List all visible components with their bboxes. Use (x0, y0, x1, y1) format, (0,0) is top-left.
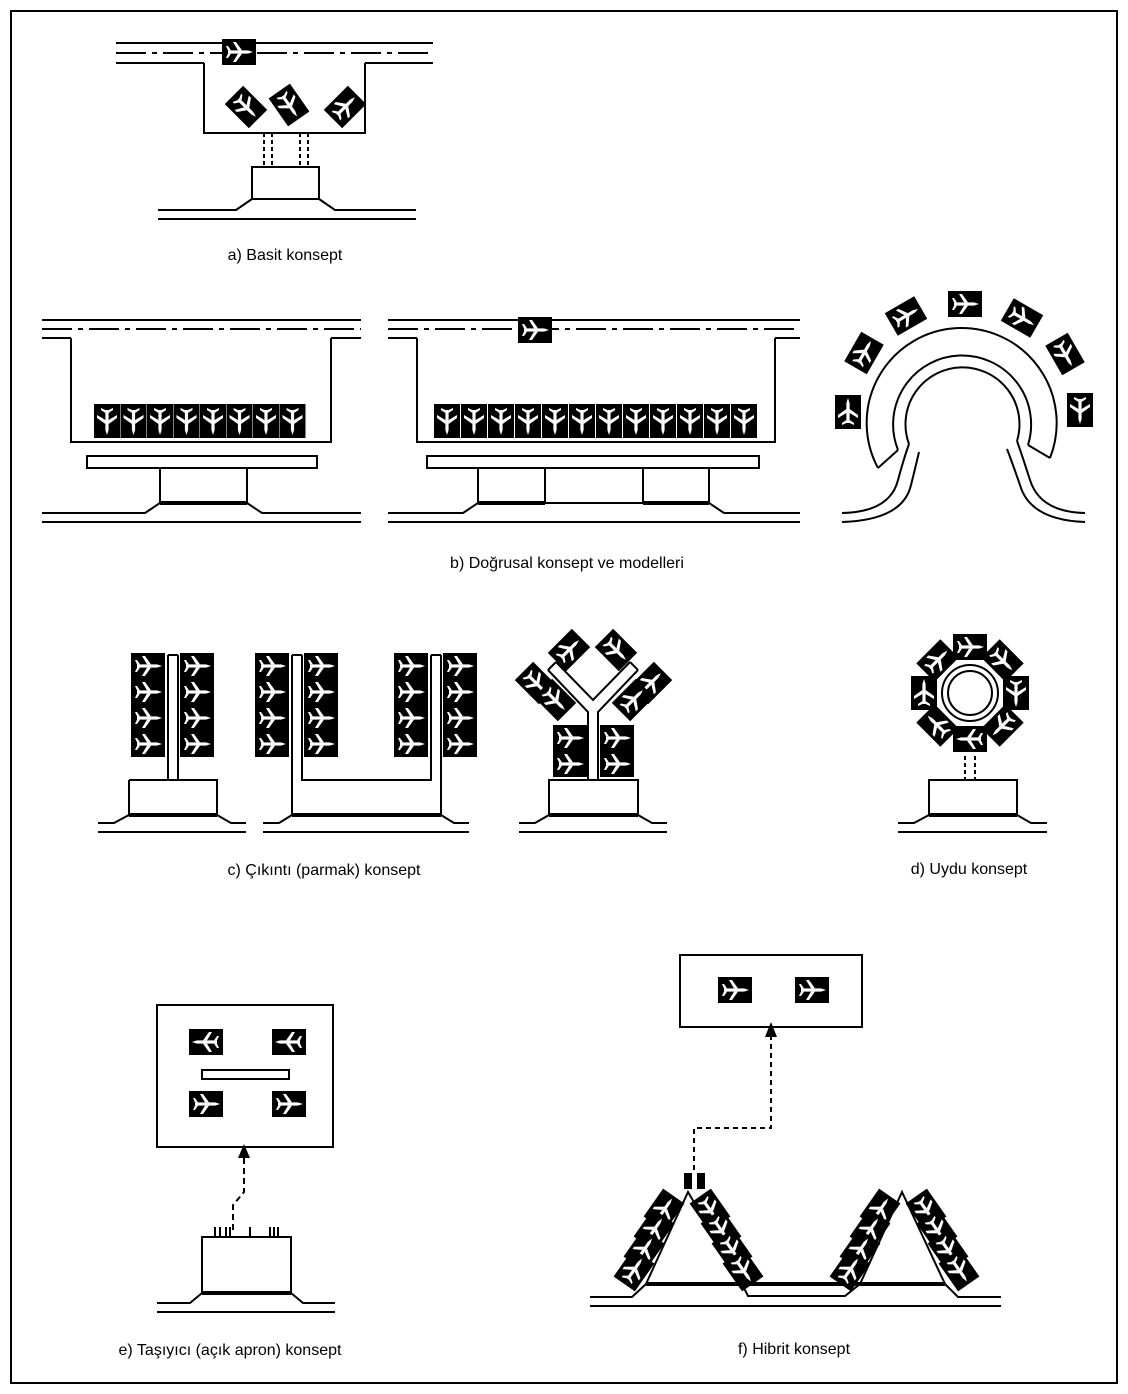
panel-b-curvilinear (841, 327, 1086, 523)
aircraft-icon (173, 404, 200, 438)
arrow-head-icon (238, 1144, 250, 1158)
aircraft-icon (226, 404, 253, 438)
aircraft-icon (180, 731, 214, 757)
aircraft-icon (911, 676, 937, 710)
vehicle-icon (697, 1173, 705, 1189)
aircraft-icon (461, 404, 487, 438)
panel-c-single-pier (98, 654, 246, 833)
aircraft-icon (443, 679, 477, 705)
aircraft-icon (518, 317, 552, 343)
aircraft-icon (916, 704, 959, 747)
panel-c-double-pier-aircraft (255, 653, 477, 757)
aircraft-icon (434, 404, 460, 438)
aircraft-icon (916, 639, 959, 682)
aircraft-icon (542, 404, 568, 438)
aircraft-icon (253, 404, 279, 438)
aircraft-icon (120, 404, 147, 438)
panel-c-single-pier-aircraft (131, 653, 214, 757)
panel-f-aircraft (718, 977, 829, 1003)
panel-d-satellite (898, 664, 1047, 833)
aircraft-icon (443, 653, 477, 679)
aircraft-icon (443, 731, 477, 757)
aircraft-icon (255, 705, 289, 731)
caption-b: b) Doğrusal konsept ve modelleri (450, 555, 684, 572)
panel-f-hybrid (590, 954, 1001, 1307)
aircraft-icon (131, 679, 165, 705)
aircraft-icon (279, 404, 306, 438)
aircraft-icon (394, 731, 428, 757)
panel-c-y-pier (519, 661, 667, 833)
aircraft-icon (981, 704, 1024, 747)
aircraft-icon (731, 404, 757, 438)
aircraft-icon (304, 653, 338, 679)
aircraft-icon (596, 404, 622, 438)
aircraft-icon (953, 726, 987, 752)
caption-e: e) Taşıyıcı (açık apron) konsept (119, 1342, 342, 1359)
panel-b-linear-middle (388, 319, 800, 523)
panel-b-left-aircraft-row (94, 404, 306, 438)
aircraft-icon (394, 679, 428, 705)
figure-border (10, 10, 1118, 1384)
aircraft-icon (704, 404, 730, 438)
aircraft-icon (488, 404, 514, 438)
aircraft-icon (569, 404, 595, 438)
aircraft-icon (677, 404, 703, 438)
caption-d: d) Uydu konsept (911, 861, 1028, 878)
aircraft-icon (147, 404, 173, 438)
panel-b-linear-left (42, 319, 361, 523)
aircraft-icon (180, 679, 214, 705)
caption-f: f) Hibrit konsept (738, 1341, 851, 1358)
caption-c: c) Çıkıntı (parmak) konsept (228, 862, 422, 879)
aircraft-icon (255, 679, 289, 705)
aircraft-icon (255, 653, 289, 679)
aircraft-icon (304, 731, 338, 757)
aircraft-icon (255, 731, 289, 757)
aircraft-icon (394, 653, 428, 679)
panel-e-transporter (156, 1004, 335, 1313)
aircraft-icon (304, 679, 338, 705)
aircraft-icon (623, 404, 649, 438)
aircraft-icon (443, 705, 477, 731)
panel-c-double-pier (263, 654, 469, 833)
aircraft-icon (953, 634, 987, 660)
aircraft-icon (131, 731, 165, 757)
aircraft-icon (515, 404, 541, 438)
aircraft-icon (180, 653, 214, 679)
aircraft-icon (304, 705, 338, 731)
panel-c-y-pier-aircraft (514, 628, 673, 777)
caption-a: a) Basit konsept (228, 247, 343, 264)
panel-d-satellite-aircraft (911, 634, 1029, 752)
aircraft-icon (650, 404, 676, 438)
aircraft-icon (131, 653, 165, 679)
panel-b-curvilinear-aircraft (835, 291, 1093, 429)
panel-b-middle-aircraft-row (434, 404, 757, 438)
arrow-head-icon (765, 1022, 777, 1037)
aircraft-icon (394, 705, 428, 731)
aircraft-icon (981, 639, 1024, 682)
vehicle-icon (684, 1173, 692, 1189)
aircraft-icon (1003, 676, 1029, 710)
aircraft-icon (94, 404, 120, 438)
aircraft-icon (180, 705, 214, 731)
aircraft-icon (200, 404, 226, 438)
aircraft-icon (131, 705, 165, 731)
panel-a-basic-concept (116, 42, 433, 220)
